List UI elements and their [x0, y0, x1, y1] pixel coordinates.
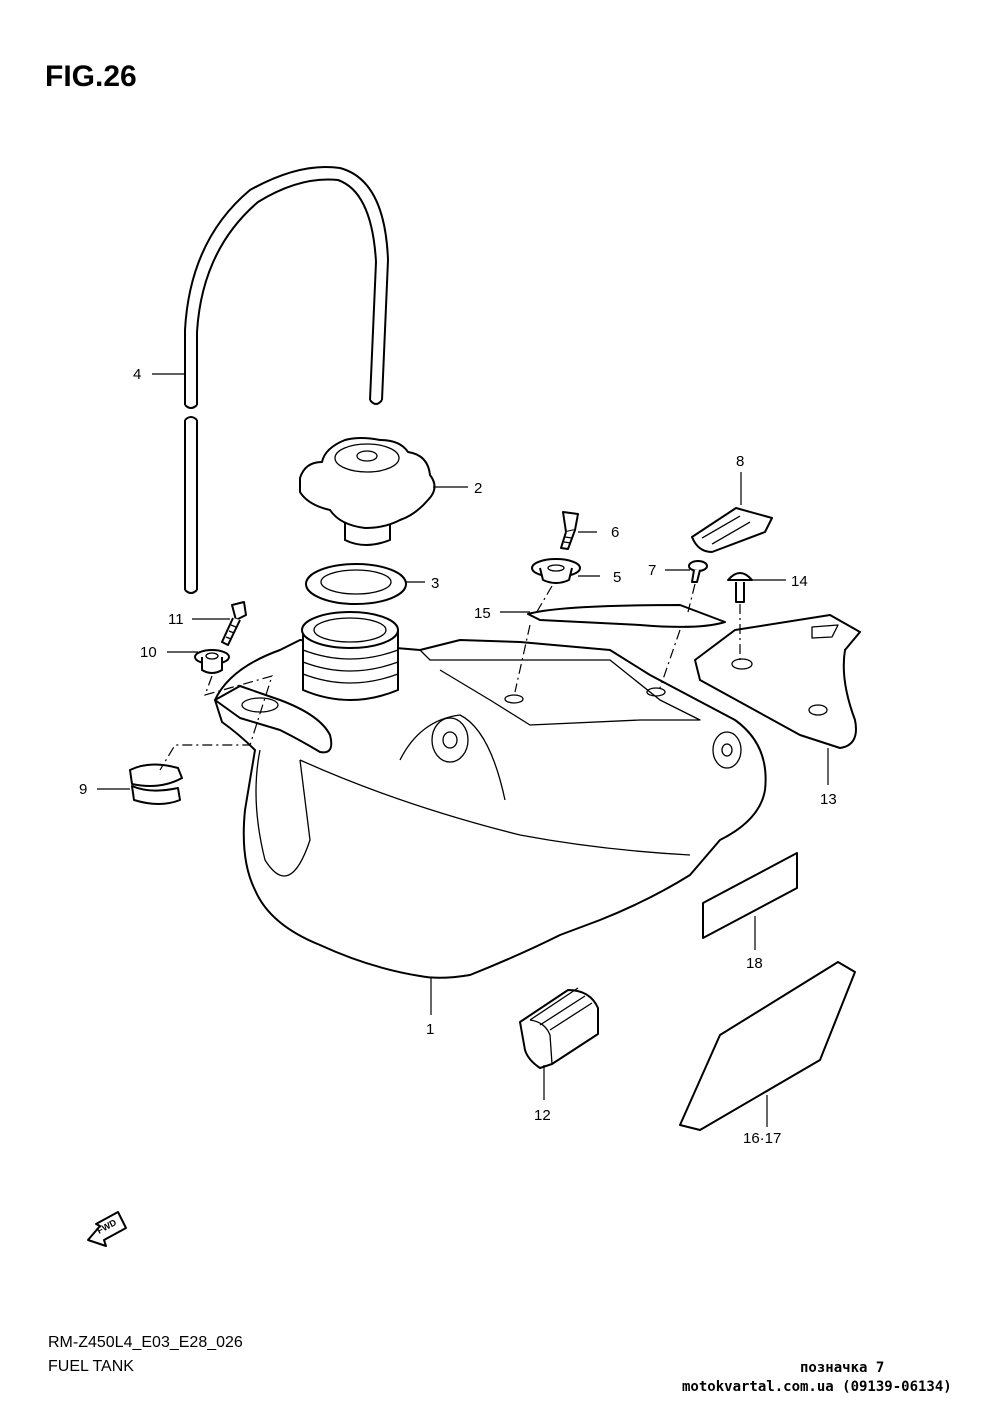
part-label-15: 15 — [474, 605, 491, 622]
cushion[interactable] — [531, 558, 581, 584]
figure-title: FIG.26 — [45, 60, 137, 93]
part-label-6: 6 — [611, 524, 619, 541]
part-label-18: 18 — [746, 955, 763, 972]
warning-label[interactable] — [702, 852, 798, 939]
fuel-tank[interactable] — [214, 611, 767, 979]
part-label-16-17: 16·17 — [743, 1130, 781, 1147]
screw[interactable] — [560, 511, 579, 550]
part-number-labels: 4 2 3 6 5 7 8 14 15 11 10 9 1 13 18 12 1… — [79, 366, 837, 1147]
cap-gasket[interactable] — [305, 563, 407, 605]
part-label-14: 14 — [791, 573, 808, 590]
mounting-bolt[interactable] — [727, 572, 753, 603]
part-label-13: 13 — [820, 791, 837, 808]
part-label-7: 7 — [648, 562, 656, 579]
clip[interactable] — [688, 560, 708, 583]
part-label-4: 4 — [133, 366, 141, 383]
part-label-2: 2 — [474, 480, 482, 497]
band-clip[interactable] — [691, 507, 773, 553]
section-title: FUEL TANK — [48, 1358, 134, 1375]
part-label-10: 10 — [140, 644, 157, 661]
part-label-5: 5 — [613, 569, 621, 586]
part-label-11: 11 — [168, 611, 184, 628]
seal-strip[interactable] — [527, 604, 726, 628]
rubber-cushion-block[interactable] — [519, 987, 599, 1069]
part-label-9: 9 — [79, 781, 87, 798]
part-label-3: 3 — [431, 575, 439, 592]
tank-bracket[interactable] — [694, 614, 861, 749]
source-link[interactable]: motokvartal.com.ua (09139-06134) — [682, 1379, 952, 1395]
assembly-lines — [159, 583, 741, 771]
model-code: RM-Z450L4_E03_E28_026 — [48, 1334, 243, 1351]
part-label-8: 8 — [736, 453, 744, 470]
breather-hose[interactable] — [184, 165, 389, 594]
part-label-1: 1 — [426, 1021, 434, 1038]
grommet[interactable] — [129, 763, 183, 805]
marking-note: позначка 7 — [800, 1360, 885, 1376]
forward-arrow-icon: FWD — [87, 1211, 127, 1247]
fuel-cap[interactable] — [299, 437, 436, 546]
part-label-12: 12 — [534, 1107, 551, 1124]
collar[interactable] — [194, 649, 230, 674]
decal-sheet[interactable] — [679, 961, 856, 1131]
bolt[interactable] — [221, 601, 247, 646]
leader-lines — [97, 373, 829, 1127]
